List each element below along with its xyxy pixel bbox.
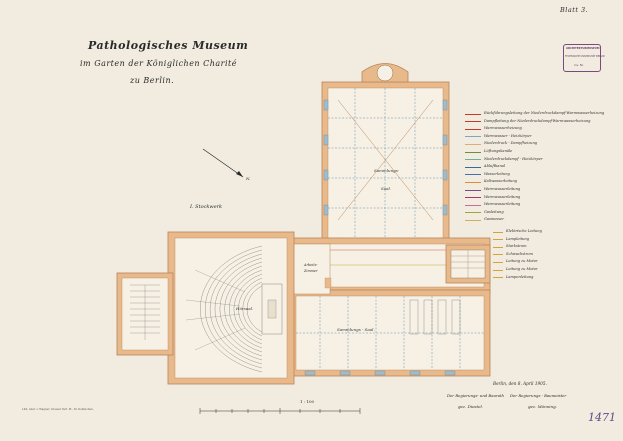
legend-swatch: [493, 246, 503, 248]
signature-left-name: gez. Diestel.: [458, 404, 484, 409]
legend-swatch: [465, 121, 481, 123]
legend-label: Leitung zu Motor: [506, 259, 538, 264]
title-line-2: im Garten der Königlichen Charité: [80, 59, 238, 68]
title-line-3: zu Berlin.: [130, 76, 175, 85]
title-line-1: Pathologisches Museum: [88, 39, 249, 52]
legend-swatch: [465, 204, 481, 206]
legend-label: Leitung zu Motor: [506, 267, 538, 271]
legend-swatch: [465, 219, 481, 221]
legend-label: Warmwasserleitung: [484, 187, 521, 191]
legend-swatch: [465, 136, 481, 138]
upper-hall-label-2: Saal.: [381, 186, 392, 191]
legend-swatch: [465, 128, 481, 130]
right-stair-tower: [445, 244, 491, 284]
signature-place-date: Berlin, den 8. April 1905.: [493, 381, 547, 386]
legend-swatch: [465, 113, 481, 115]
legend-label: Gasmesser: [484, 217, 504, 222]
upper-collection-wing: [321, 63, 450, 263]
upper-hall-label-1: Sammlungs-: [374, 168, 400, 173]
stamp-line-3: Inv. Nr.: [574, 63, 584, 67]
stamp-line-2: TECHNISCHE UNIVERSITÄT BERLIN: [565, 55, 605, 58]
sheet-number: Blatt 3.: [560, 6, 589, 14]
legend-swatch: [465, 189, 481, 191]
lecture-hall-label: Hörsaal.: [236, 306, 254, 311]
legend-label: Dampfleitung der Niederdruckdampf-Warmwa…: [484, 118, 591, 123]
legend-swatch: [465, 143, 481, 145]
legend-label: Starkstrom: [506, 244, 527, 249]
legend-swatch: [493, 239, 503, 241]
inventory-number: 1471: [588, 411, 616, 424]
archive-stamp: ARCHITEKTURMUSEUM TECHNISCHE UNIVERSITÄT…: [563, 44, 605, 72]
legend-label: Lüftungskanäle: [484, 149, 513, 153]
printer-note: Lith. Anst. v. Wagner, Grosser Verl. Pl.…: [22, 408, 94, 411]
legend-label: Schwachstrom: [506, 251, 533, 256]
signature-right-name: gez. Mönning.: [528, 404, 557, 409]
office-label-2: Zimmer: [304, 269, 318, 273]
stamp-line-1: ARCHITEKTURMUSEUM: [566, 47, 600, 50]
legend-label: Warmwasserheizung: [484, 126, 522, 131]
scale-label: 1 : 100: [300, 399, 315, 404]
legend-swatch: [493, 261, 503, 263]
legend-label: Kaltwasserleitung: [484, 179, 517, 184]
scale-bar: [199, 408, 361, 414]
legend-swatch: [465, 181, 481, 183]
signature-left-title: Der Regierungs- und Baurath: [447, 393, 504, 398]
legend-label: Warmwasserleitung: [484, 194, 521, 199]
legend-swatch: [465, 174, 481, 176]
legend-label: Warmwasserleitung: [484, 202, 521, 207]
legend-swatch: [493, 269, 503, 271]
lower-collection-wing: [289, 289, 491, 377]
north-label: N.: [246, 176, 251, 181]
legend-swatch: [465, 212, 481, 214]
legend-label: Wasserleitung: [484, 171, 510, 176]
legend-swatch: [465, 159, 481, 161]
legend-label: Abluftkanal: [484, 164, 506, 169]
legend-label: Niederdruckdampf - Heizkörper: [484, 156, 543, 161]
legend-swatch: [465, 151, 481, 153]
lecture-hall: [167, 231, 295, 385]
north-arrow: [202, 148, 244, 178]
legend-label: Warmwasser - Heizkörper: [484, 133, 532, 138]
legend-label: Niederdruck - Dampfheizung: [484, 141, 538, 146]
legend-label: Elektrische Leitung: [506, 229, 542, 233]
legend-label: Lampleitung: [506, 236, 530, 241]
legend-label: Lampenleitung: [506, 274, 534, 279]
lower-hall-label: Sammlungs - Saal.: [337, 327, 375, 332]
legend-swatch: [493, 254, 503, 256]
floor-label: I. Stockwerk: [190, 204, 223, 210]
signature-right-title: Der Regierungs - Baumeister: [510, 393, 567, 398]
legend-swatch: [493, 231, 503, 233]
left-stair-annex: [116, 272, 174, 356]
legend-swatch: [465, 166, 481, 168]
legend-swatch: [465, 197, 481, 199]
legend-swatch: [493, 277, 503, 279]
office-label-1: Arbeits-: [304, 263, 318, 267]
legend-label: Rückführungsleitung der Niederdruckdampf…: [484, 111, 605, 115]
legend-label: Gasleitung: [484, 209, 504, 214]
